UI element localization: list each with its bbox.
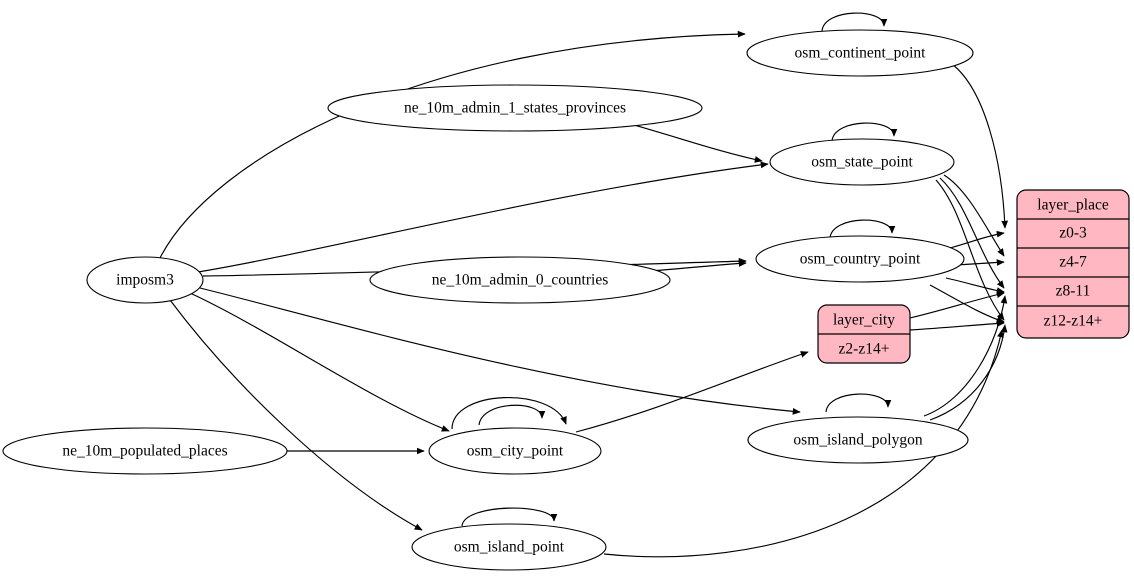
selfloop-osm_island_polygon	[825, 393, 892, 413]
node-imposm3[interactable]: imposm3	[86, 256, 204, 304]
node-ne_countries-label: ne_10m_admin_0_countries	[432, 272, 609, 289]
node-osm_island_polygon[interactable]: osm_island_polygon	[747, 416, 969, 464]
edge-osm_country_point-to-layer_place-z12-z14	[929, 284, 1005, 323]
node-osm_city_point[interactable]: osm_city_point	[428, 427, 602, 475]
node-osm_continent_point-label: osm_continent_point	[795, 45, 927, 62]
node-osm_country_point[interactable]: osm_country_point	[755, 235, 965, 283]
node-osm_island_point-label: osm_island_point	[454, 539, 565, 556]
selfloop-osm_island_point	[461, 507, 558, 527]
node-ne_10m_admin_0_countries[interactable]: ne_10m_admin_0_countries	[369, 256, 671, 304]
edge-osm_country_point-to-layer_place-z8-11	[945, 277, 1005, 294]
edge-layer_city-to-layer_place-z8-11	[909, 291, 1005, 319]
node-ne_10m_populated_places[interactable]: ne_10m_populated_places	[2, 427, 288, 475]
node-osm_island_point[interactable]: osm_island_point	[411, 523, 607, 571]
node-ne_populated-label: ne_10m_populated_places	[62, 443, 227, 460]
selfloop-osm_city_point-outer	[451, 397, 567, 430]
edge-osm_island_polygon-to-layer_place-z12-z14	[929, 324, 1008, 421]
edge-osm_city_point-to-layer_city	[575, 351, 809, 433]
node-imposm3-label: imposm3	[116, 272, 174, 289]
edge-ne_countries-to-osm_country_point	[649, 260, 747, 272]
layer_place-row-z0-3[interactable]: z0-3	[1059, 225, 1087, 242]
node-ne_states-label: ne_10m_admin_1_states_provinces	[404, 100, 626, 117]
edge-osm_state_point-to-layer_place-z12-z14	[935, 179, 1005, 321]
node-ne_10m_admin_1_states_provinces[interactable]: ne_10m_admin_1_states_provinces	[327, 84, 703, 132]
edge-osm_state_point-to-layer_place-z8-11	[939, 177, 1005, 289]
edge-layer_city-to-layer_place-z12-z14	[909, 320, 1005, 331]
layer_place-row-z12-z14[interactable]: z12-z14+	[1044, 313, 1103, 330]
edge-imposm3-to-osm_city_point	[189, 292, 450, 432]
layer_place-title: layer_place	[1037, 197, 1109, 214]
layer_place-row-z8-11[interactable]: z8-11	[1056, 283, 1091, 300]
edge-imposm3-to-osm_island_point	[169, 299, 423, 531]
node-osm_continent_point[interactable]: osm_continent_point	[746, 29, 974, 77]
node-osm_state_point-label: osm_state_point	[811, 154, 913, 171]
node-osm_state_point[interactable]: osm_state_point	[769, 138, 955, 186]
node-osm_city_point-label: osm_city_point	[467, 443, 564, 460]
node-layer: imposm3 ne_10m_admin_1_states_provinces …	[2, 29, 1130, 571]
edge-imposm3-to-osm_state_point	[197, 161, 769, 273]
edge-osm_country_point-to-layer_place-z0-3	[949, 230, 1005, 249]
edge-osm_island_point-to-layer_place-z12-z14	[603, 329, 1004, 558]
selfloop-osm_continent_point	[821, 12, 888, 32]
node-osm_country_point-label: osm_country_point	[800, 251, 921, 268]
node-osm_island_polygon-label: osm_island_polygon	[793, 432, 922, 449]
selfloop-osm_country_point	[829, 219, 896, 239]
node-layer_place[interactable]: layer_place z0-3 z4-7 z8-11 z12-z14+	[1016, 189, 1130, 339]
edge-osm_continent_point-to-layer_place-z0-3	[951, 63, 1009, 229]
edge-osm_island_polygon-to-layer_place-z8-11	[923, 295, 1008, 417]
edge-osm_state_point-to-layer_place-z4-7	[943, 174, 1005, 257]
selfloop-osm_state_point	[831, 122, 898, 142]
node-layer_city[interactable]: layer_city z2-z14+	[817, 304, 911, 364]
selfloop-osm_city_point-inner	[478, 404, 546, 426]
layer_place-row-z4-7[interactable]: z4-7	[1059, 254, 1087, 271]
layer_city-row-z2-z14[interactable]: z2-z14+	[839, 341, 890, 358]
layer_city-title: layer_city	[833, 312, 895, 329]
edge-imposm3-to-osm_island_polygon	[199, 287, 801, 415]
edge-ne_states-to-osm_state_point	[633, 124, 763, 163]
